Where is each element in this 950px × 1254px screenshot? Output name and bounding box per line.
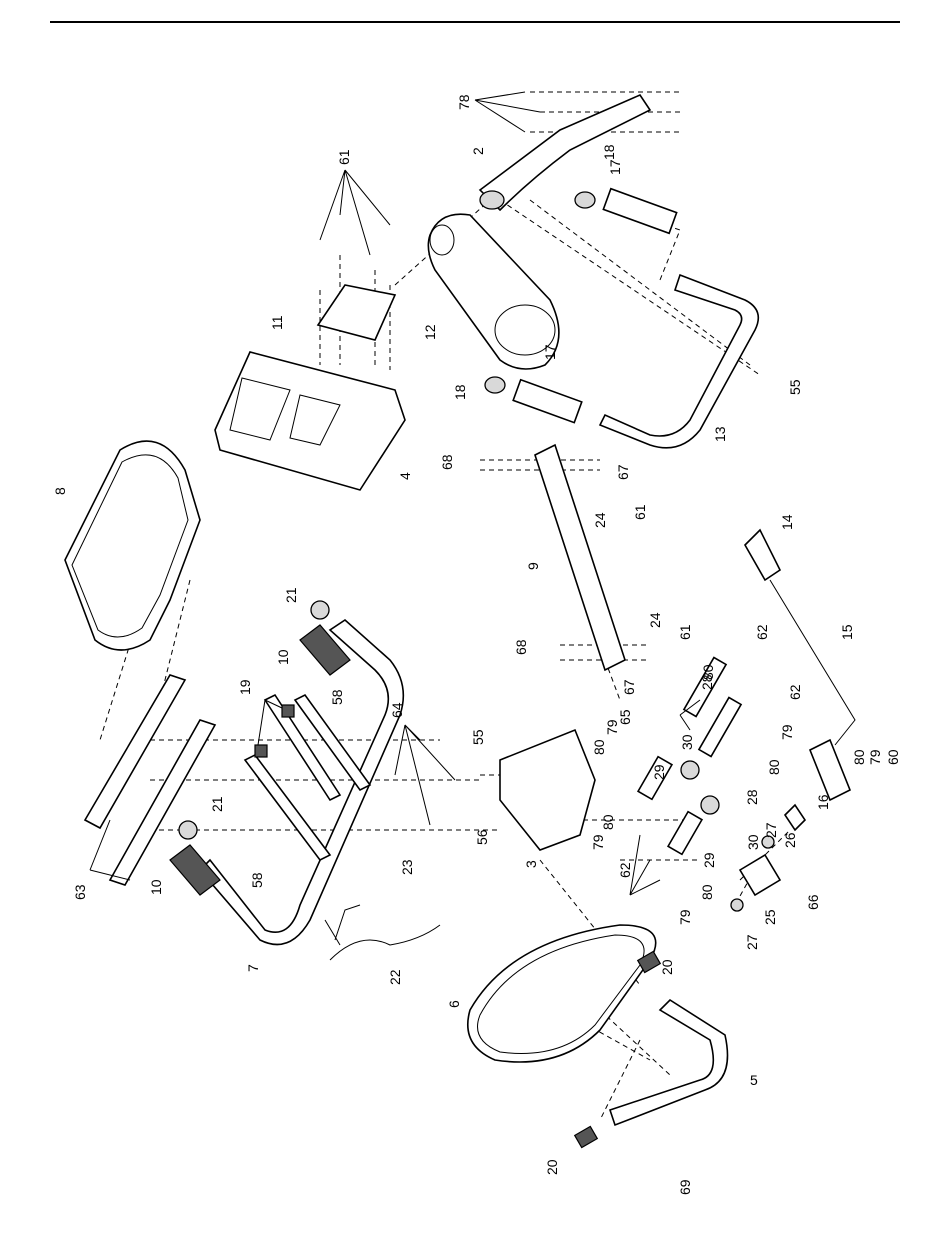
label-12: 12 xyxy=(422,324,438,340)
washer-lower xyxy=(731,899,743,911)
label-62-mid: 62 xyxy=(787,684,803,700)
label-80-a: 80 xyxy=(591,739,607,755)
label-80-d: 80 xyxy=(851,749,867,765)
square-cap-upper xyxy=(282,705,294,717)
label-56: 56 xyxy=(474,829,490,845)
label-29-lower: 29 xyxy=(701,852,717,868)
label-80-c: 80 xyxy=(766,759,782,775)
label-9: 9 xyxy=(525,562,541,570)
label-30-upper: 30 xyxy=(679,734,695,750)
label-15: 15 xyxy=(839,624,855,640)
label-21-lower: 21 xyxy=(209,796,225,812)
seat-post xyxy=(535,445,625,670)
label-7: 7 xyxy=(245,964,261,972)
label-21-upper: 21 xyxy=(283,587,299,603)
end-cap-upper xyxy=(311,601,329,619)
label-13: 13 xyxy=(712,426,728,442)
label-62-upper: 62 xyxy=(754,624,770,640)
label-61-lower: 61 xyxy=(677,624,693,640)
label-5: 5 xyxy=(750,1072,758,1088)
label-19: 19 xyxy=(237,679,253,695)
seat-frame xyxy=(200,620,403,945)
label-79-b: 79 xyxy=(779,724,795,740)
label-2: 2 xyxy=(470,147,486,155)
label-14: 14 xyxy=(779,514,795,530)
label-67-upper: 67 xyxy=(615,464,631,480)
label-10-lower: 10 xyxy=(148,879,164,895)
label-55-upper: 55 xyxy=(787,379,803,395)
label-30-lower: 30 xyxy=(745,834,761,850)
seat-cushion xyxy=(468,925,656,1062)
wire-harness xyxy=(325,905,440,960)
label-26: 26 xyxy=(782,832,798,848)
label-79-a: 79 xyxy=(604,719,620,735)
label-28-lower: 28 xyxy=(744,789,760,805)
seat-cap-lower xyxy=(575,1126,598,1147)
handlebar xyxy=(600,275,758,448)
label-18-lower: 18 xyxy=(452,384,468,400)
label-23: 23 xyxy=(399,859,415,875)
label-80-f: 80 xyxy=(699,884,715,900)
label-27-upper: 27 xyxy=(763,822,779,838)
upright-tube xyxy=(480,95,650,210)
label-24-lower: 24 xyxy=(647,612,663,628)
label-18-upper: 18 xyxy=(601,144,617,160)
seat-mount-plate xyxy=(500,730,595,850)
label-29-upper: 29 xyxy=(651,764,667,780)
label-68-upper: 68 xyxy=(439,454,455,470)
label-55-lower: 55 xyxy=(470,729,486,745)
label-58-upper: 58 xyxy=(329,689,345,705)
label-27-lower: 27 xyxy=(744,934,760,950)
label-64: 64 xyxy=(389,702,405,718)
label-4: 4 xyxy=(397,472,413,480)
label-17-upper: 17 xyxy=(607,159,623,175)
label-66: 66 xyxy=(805,894,821,910)
latch-bracket xyxy=(785,805,805,830)
grip-cap-upper xyxy=(575,192,595,208)
seat-bracket xyxy=(610,1000,728,1125)
label-25: 25 xyxy=(762,909,778,925)
square-cap-lower xyxy=(255,745,267,757)
label-78: 78 xyxy=(456,94,472,110)
label-61-mid: 61 xyxy=(632,504,648,520)
grip-lower xyxy=(513,380,582,423)
rollers xyxy=(638,658,741,855)
label-60: 60 xyxy=(885,749,901,765)
label-80-b: 80 xyxy=(700,664,716,680)
label-69: 69 xyxy=(677,1179,693,1195)
seat-release-handle xyxy=(745,530,855,800)
label-3: 3 xyxy=(523,860,539,868)
label-79-e: 79 xyxy=(677,909,693,925)
label-63: 63 xyxy=(72,884,88,900)
label-20-lower: 20 xyxy=(544,1159,560,1175)
label-16: 16 xyxy=(815,794,831,810)
console-bracket xyxy=(318,285,395,340)
grip-upper xyxy=(603,189,676,234)
label-62-lower: 62 xyxy=(617,862,633,878)
console xyxy=(215,352,405,490)
label-58-lower: 58 xyxy=(249,872,265,888)
label-17-lower: 17 xyxy=(542,344,558,360)
label-6: 6 xyxy=(446,1000,462,1008)
label-24-upper: 24 xyxy=(592,512,608,528)
label-68-lower: 68 xyxy=(513,639,529,655)
label-67-lower: 67 xyxy=(621,679,637,695)
label-10-upper: 10 xyxy=(275,649,291,665)
back-pad xyxy=(65,441,200,650)
end-cap-lower xyxy=(179,821,197,839)
label-79-d: 79 xyxy=(590,834,606,850)
grip-cap-lower xyxy=(485,377,505,393)
label-79-c: 79 xyxy=(867,749,883,765)
label-22: 22 xyxy=(387,969,403,985)
label-61-top: 61 xyxy=(336,149,352,165)
label-11: 11 xyxy=(269,315,285,330)
label-8: 8 xyxy=(52,487,68,495)
latch-housing xyxy=(740,855,780,895)
shroud xyxy=(428,214,559,369)
label-20-upper: 20 xyxy=(659,959,675,975)
label-80-e: 80 xyxy=(600,814,616,830)
